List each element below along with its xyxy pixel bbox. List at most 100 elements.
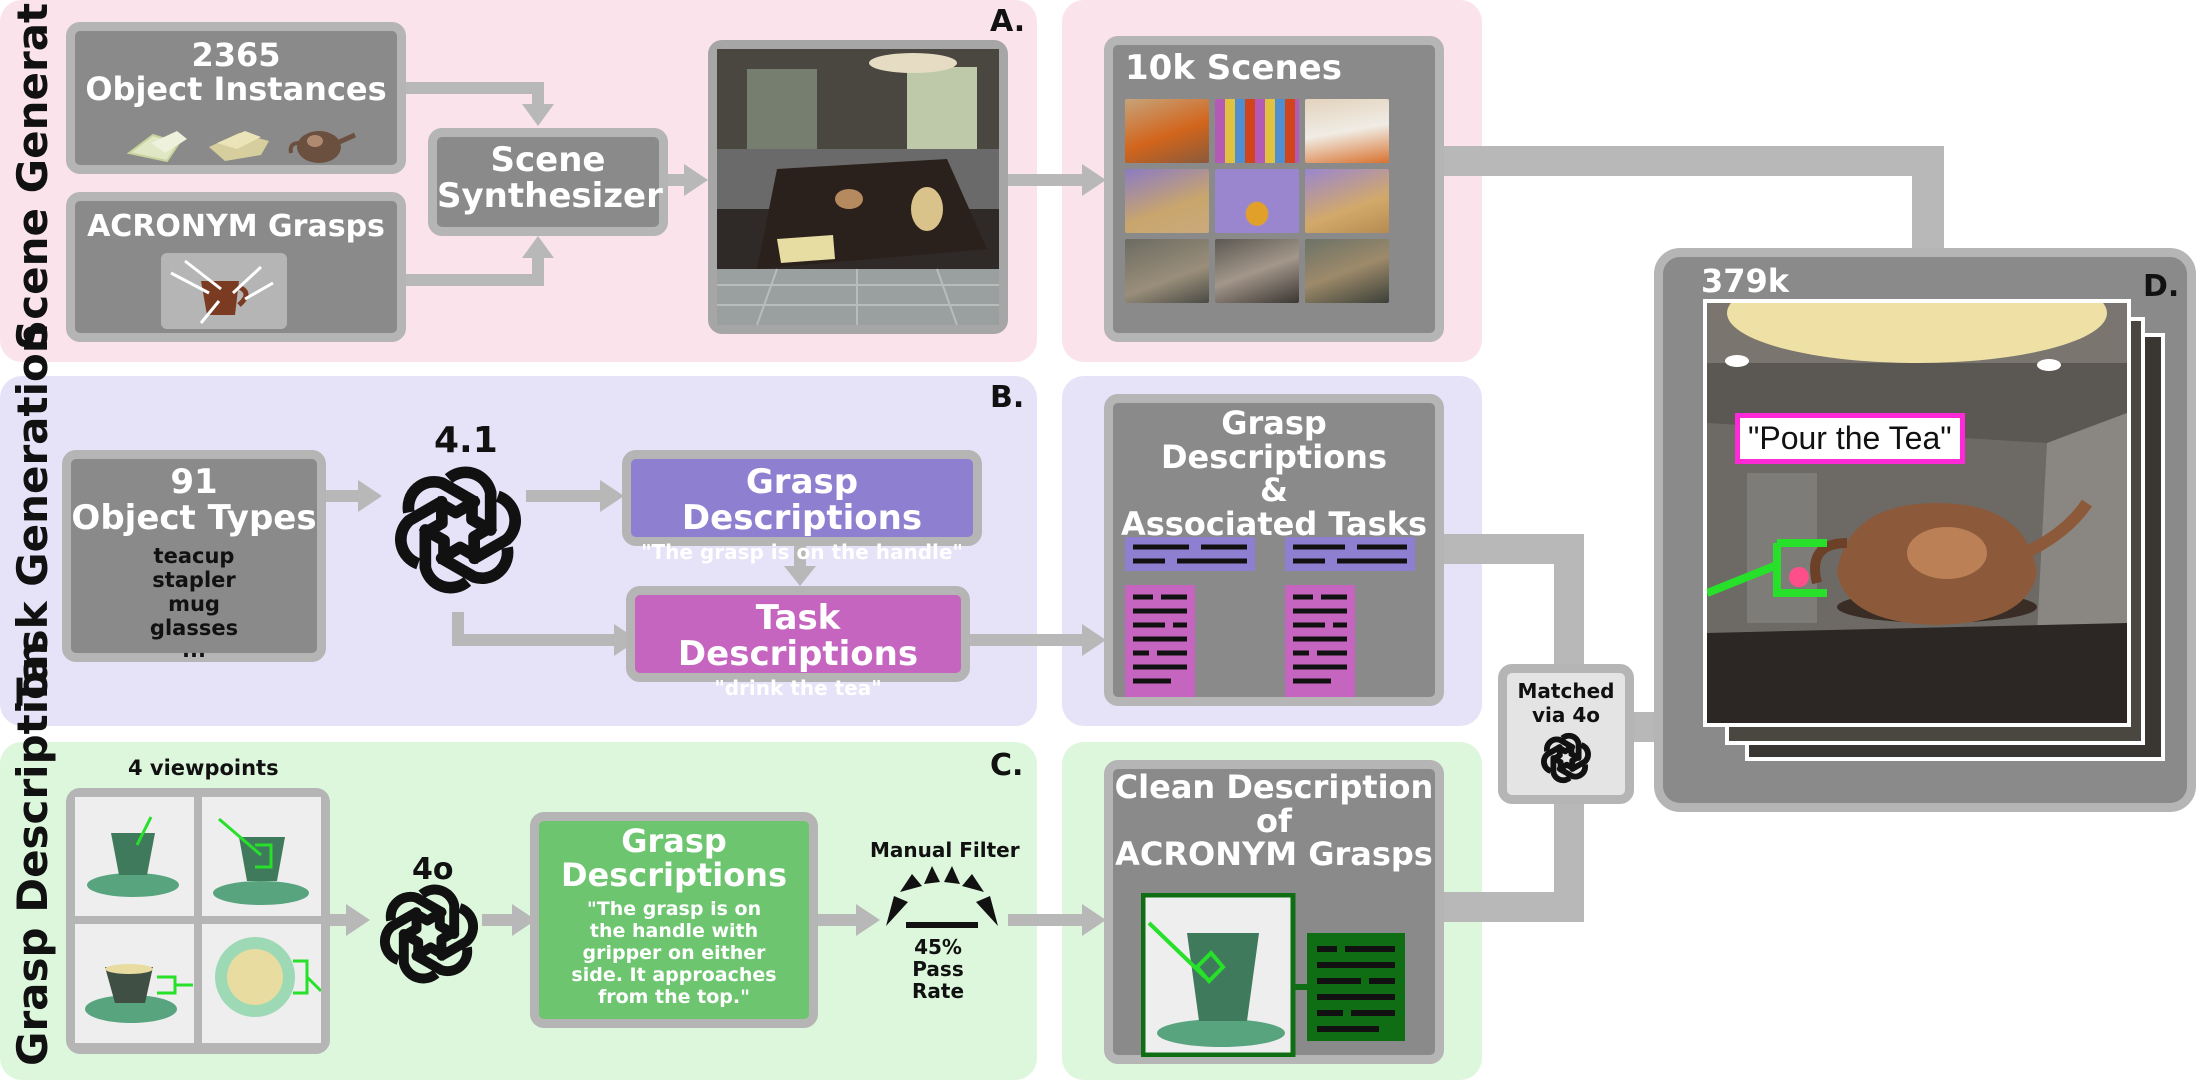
viewpoints-label: 4 viewpoints [128, 756, 279, 780]
task-descriptions-title: Task Descriptions [677, 598, 919, 674]
object-instances-box: 2365 Object Instances [66, 22, 406, 174]
scene-synthesizer-box: Scene Synthesizer [428, 128, 668, 236]
object-type-item: glasses [149, 616, 239, 641]
object-thumbnails [126, 131, 357, 163]
connector [1008, 174, 1086, 186]
scene-thumbnail [1305, 169, 1389, 233]
task-descriptions-box: Task Descriptions "drink the tea" [626, 586, 970, 700]
clean-description-box: Clean Description of ACRONYM Grasps [1104, 760, 1444, 1064]
connector [1008, 914, 1086, 926]
scene-thumbnail [1215, 99, 1299, 163]
viewpoint-images [75, 797, 321, 1043]
object-types-count: 91 [170, 462, 218, 502]
connector [404, 82, 544, 94]
scene-thumbnail [1305, 99, 1389, 163]
task-caption: "Pour the Tea" [1735, 413, 1965, 464]
pass-rate-word: Rate [912, 979, 965, 1003]
openai-logo-icon [379, 884, 479, 984]
section-a-tag: A. [990, 4, 1026, 39]
object-type-item: teacup [153, 544, 235, 569]
connector [1442, 146, 1944, 176]
associated-tasks-line3: Associated Tasks [1120, 504, 1428, 543]
arrow-head [684, 164, 708, 196]
section-d-tag: D. [2143, 269, 2180, 304]
scene-thumbnail [1125, 99, 1209, 163]
clean-description-illustration [1141, 893, 1405, 1057]
task-descriptions-quote: "drink the tea" [714, 676, 882, 701]
object-type-item: mug [168, 592, 220, 617]
arrow-head [346, 904, 370, 936]
mug-grasps-thumbnail [161, 253, 287, 329]
grasp-descriptions-4o-line2: Descriptions [560, 855, 787, 894]
scene-synthesizer-line1: Scene [490, 140, 606, 180]
model-4o-label: 4o [412, 852, 454, 887]
connector [666, 174, 686, 186]
openai-logo-icon [1541, 732, 1591, 784]
acronym-grasps-label: ACRONYM Grasps [87, 209, 385, 244]
pass-rate-word: Pass [912, 957, 964, 981]
openai-logo-icon [395, 466, 521, 594]
connector [1912, 146, 1944, 258]
associated-tasks-line2: & [1260, 471, 1288, 510]
object-types-box: 91 Object Types teacup stapler mug glass… [62, 450, 326, 662]
connector [526, 490, 604, 502]
grasp-quote-line: gripper on either [582, 942, 766, 965]
description-text-icons [1125, 537, 1415, 697]
scene-generation-label: Scene Generation [8, 0, 57, 350]
connector [532, 258, 544, 286]
scene-thumbnail [1215, 239, 1299, 303]
pass-rate-percent: 45% [914, 935, 962, 959]
connector [452, 634, 618, 646]
clean-description-line1: Clean Description [1114, 768, 1434, 806]
grasp-descriptions-4o-box: Grasp Descriptions "The grasp is on the … [530, 812, 818, 1028]
scene-thumbnail [1305, 239, 1389, 303]
connector [482, 914, 516, 926]
arrow-head [856, 904, 880, 936]
kitchen-scene-render [708, 40, 1008, 334]
grasp-descriptions-4o-line1: Grasp [621, 822, 727, 860]
matched-line2: via 4o [1531, 703, 1600, 727]
grasp-descriptions-quote: "The grasp is on the handle" [641, 540, 963, 565]
object-instances-label: Object Instances [85, 69, 387, 108]
object-instances-count: 2365 [191, 36, 281, 74]
grasp-descriptions-box: Grasp Descriptions "The grasp is on the … [622, 450, 982, 564]
acronym-grasps-box: ACRONYM Grasps [66, 192, 406, 342]
clean-description-line3: ACRONYM Grasps [1115, 835, 1433, 874]
connector [1554, 794, 1584, 922]
arrow-head [784, 566, 816, 586]
connector [966, 634, 1086, 646]
arrow-head [600, 480, 624, 512]
scene-thumbnail [1125, 239, 1209, 303]
associated-tasks-box: Grasp Descriptions & Associated Tasks [1104, 394, 1444, 706]
object-type-item: ... [182, 638, 206, 663]
manual-filter-label: Manual Filter [870, 838, 1020, 862]
arrow-head [522, 104, 554, 126]
dataset-panel: D. 379k "Pour the Tea" [1654, 248, 2196, 812]
scene-thumbnail [1215, 169, 1299, 233]
dataset-count: 379k [1701, 262, 1790, 300]
viewpoints-grid [66, 788, 330, 1054]
teapot-render-frame: "Pour the Tea" [1703, 299, 2131, 727]
connector [794, 546, 806, 568]
model-41-label: 4.1 [434, 420, 498, 461]
grasp-description-label: Grasp Description [8, 641, 57, 1066]
matched-line1: Matched [1517, 679, 1615, 703]
connector [816, 914, 860, 926]
connector [532, 82, 544, 104]
arrow-head [522, 236, 554, 258]
scenes-box: 10k Scenes [1104, 36, 1444, 342]
associated-tasks-line1: Grasp Descriptions [1160, 404, 1387, 476]
filter-fan-icon [886, 866, 998, 928]
connector [1554, 534, 1584, 668]
grasp-quote-line: the handle with [589, 920, 759, 943]
teapot-render-image [1707, 303, 2127, 723]
connector [404, 274, 544, 286]
connector [330, 914, 350, 926]
object-types-label: Object Types [71, 497, 317, 538]
scene-synthesizer-line2: Synthesizer [437, 175, 663, 216]
clean-description-line2: of [1256, 801, 1292, 840]
matched-box: Matched via 4o [1498, 664, 1634, 804]
grasp-quote-line: side. It approaches [571, 964, 777, 987]
object-type-item: stapler [152, 568, 236, 593]
scene-thumbnail [1125, 169, 1209, 233]
